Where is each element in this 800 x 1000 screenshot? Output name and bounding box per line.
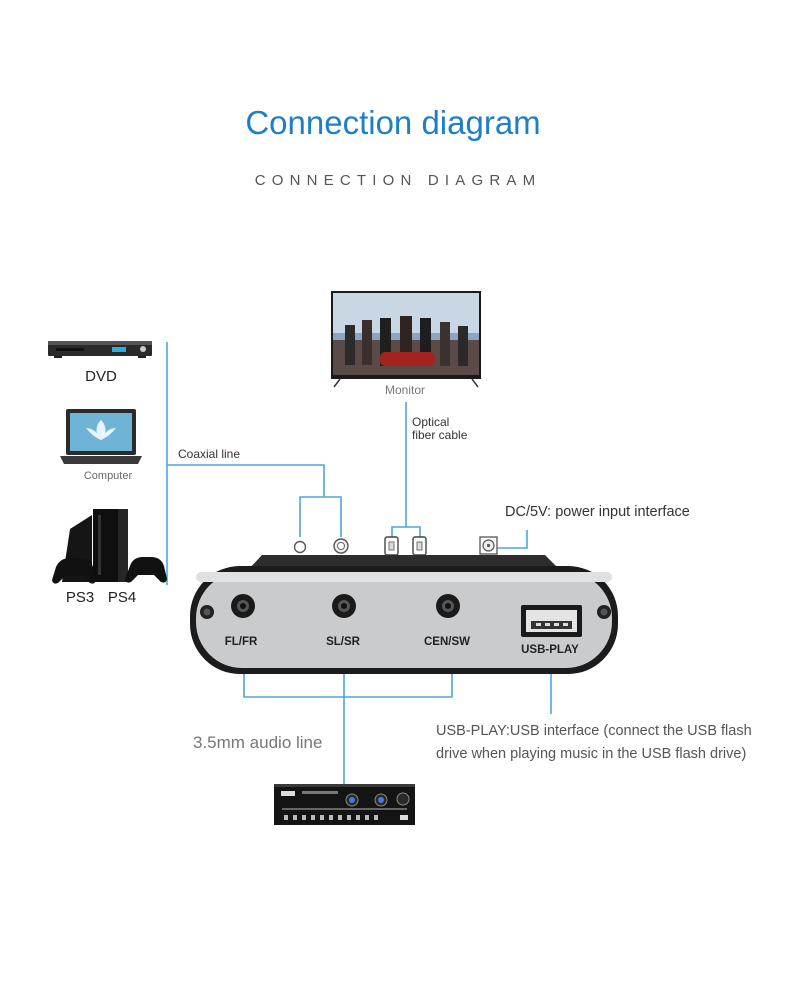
computer-label: Computer — [84, 470, 133, 482]
coaxial-ports — [293, 538, 349, 554]
monitor-label: Monitor — [385, 383, 425, 397]
audio-line-label: 3.5mm audio line — [193, 733, 322, 752]
ps3-label: PS3 — [66, 589, 94, 606]
power-line — [489, 530, 528, 549]
laptop-icon — [60, 409, 142, 464]
dvd-label: DVD — [85, 368, 117, 385]
usb-port-label: USB-PLAY — [521, 644, 579, 656]
coaxial-line — [167, 464, 325, 497]
power-label: DC/5V: power input interface — [505, 504, 690, 520]
decoder-device — [190, 555, 618, 674]
flfr-port-label: FL/FR — [225, 636, 258, 648]
coaxial-line-label: Coaxial line — [178, 447, 240, 461]
optical-label-line1: Optical — [412, 415, 449, 429]
game-console-icon — [52, 509, 167, 584]
page-title: Connection diagram — [245, 104, 541, 141]
page-subtitle: CONNECTION DIAGRAM — [254, 172, 542, 189]
amplifier-icon — [274, 784, 415, 825]
usb-note-line2: drive when playing music in the USB flas… — [436, 746, 746, 762]
usb-note-line1: USB-PLAY:USB interface (connect the USB … — [436, 723, 752, 739]
censw-port-label: CEN/SW — [424, 636, 470, 648]
dvd-player-icon — [48, 341, 152, 358]
optical-label-line2: fiber cable — [412, 428, 468, 442]
slsr-port-label: SL/SR — [326, 636, 361, 648]
ps4-label: PS4 — [108, 589, 136, 606]
optical-split-line — [391, 526, 421, 538]
optical-ports — [384, 536, 427, 556]
coaxial-split-line — [299, 496, 342, 537]
power-port — [479, 536, 498, 555]
monitor-icon — [331, 291, 481, 388]
